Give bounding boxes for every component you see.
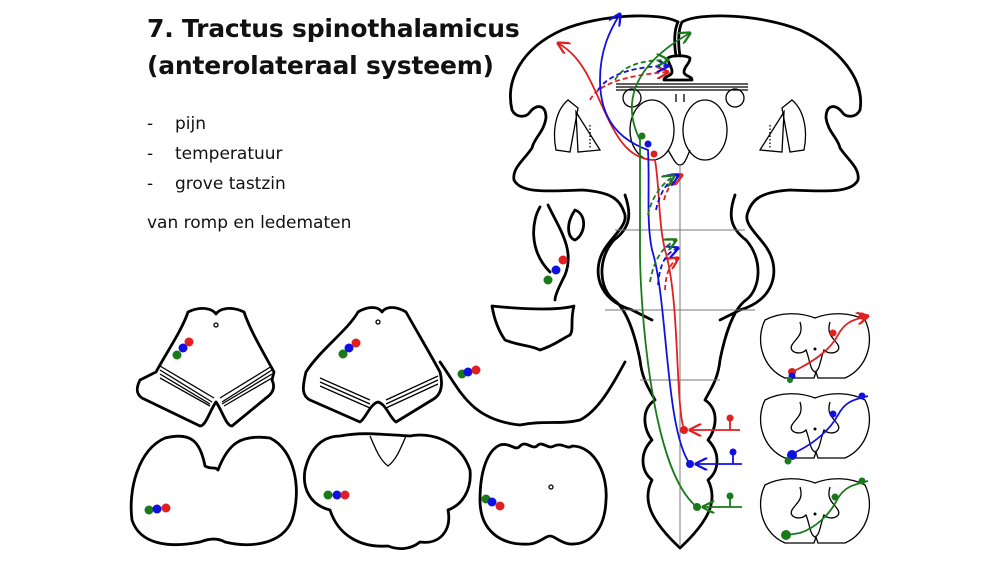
title-line-1: 7. Tractus spinothalamicus [147, 14, 520, 43]
bullet-item: -grove tastzin [147, 174, 286, 194]
section-pons [438, 304, 627, 427]
spinal-cord-section-blue [759, 392, 871, 465]
section-medulla-2 [302, 432, 472, 551]
section-medulla-1 [129, 434, 298, 547]
title-line-2: (anterolateraal systeem) [147, 51, 494, 80]
bullet-list: -pijn -temperatuur -grove tastzin [147, 109, 286, 199]
subtext: van romp en ledematen [147, 213, 352, 233]
pathway-blue [597, 14, 742, 468]
spinal-cord-sections [759, 313, 871, 544]
section-midbrain-2 [301, 306, 443, 424]
section-medulla-3 [478, 442, 608, 546]
slide-title: 7. Tractus spinothalamicus (anterolatera… [147, 10, 520, 84]
section-upper-brainstem [532, 203, 586, 302]
bullet-item: -pijn [147, 114, 207, 134]
spinal-cord-section-red [759, 313, 870, 383]
spinal-cord-section-green [759, 477, 871, 544]
bullet-item: -temperatuur [147, 144, 283, 164]
section-midbrain-1 [135, 307, 276, 428]
pathway-green [614, 33, 742, 511]
